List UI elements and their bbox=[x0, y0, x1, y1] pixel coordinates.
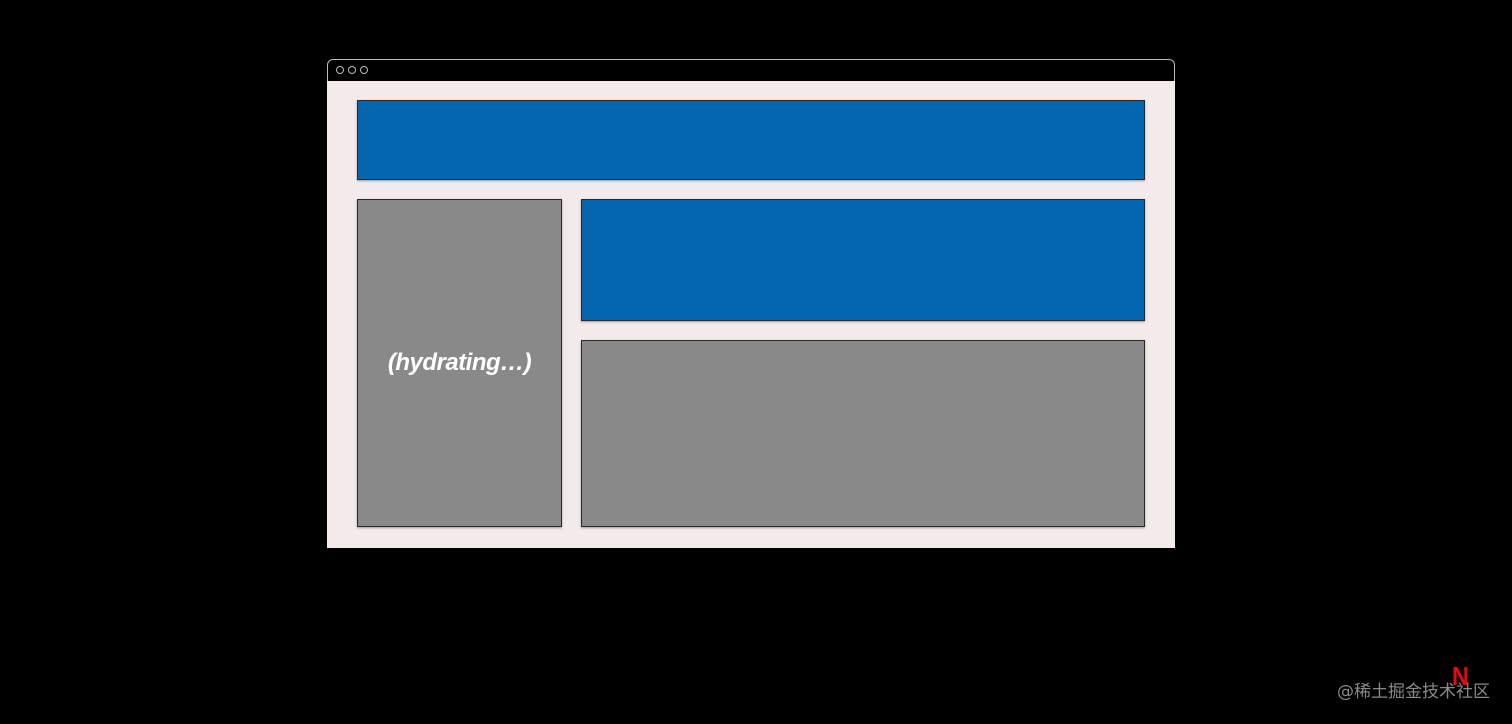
window-minimize-dot-icon bbox=[348, 66, 356, 74]
page-viewport: (hydrating…) bbox=[327, 81, 1175, 548]
netflix-logo: N bbox=[1451, 661, 1469, 691]
window-title-bar bbox=[327, 59, 1175, 81]
content-top-block bbox=[581, 199, 1145, 321]
window-maximize-dot-icon bbox=[360, 66, 368, 74]
sidebar-block: (hydrating…) bbox=[357, 199, 562, 527]
hydrating-label: (hydrating…) bbox=[387, 349, 532, 376]
browser-window: (hydrating…) bbox=[327, 59, 1175, 548]
header-block bbox=[357, 100, 1145, 180]
watermark-text: @稀土掘金技术社区 bbox=[1337, 682, 1490, 702]
window-close-dot-icon bbox=[336, 66, 344, 74]
content-bottom-block bbox=[581, 340, 1145, 527]
